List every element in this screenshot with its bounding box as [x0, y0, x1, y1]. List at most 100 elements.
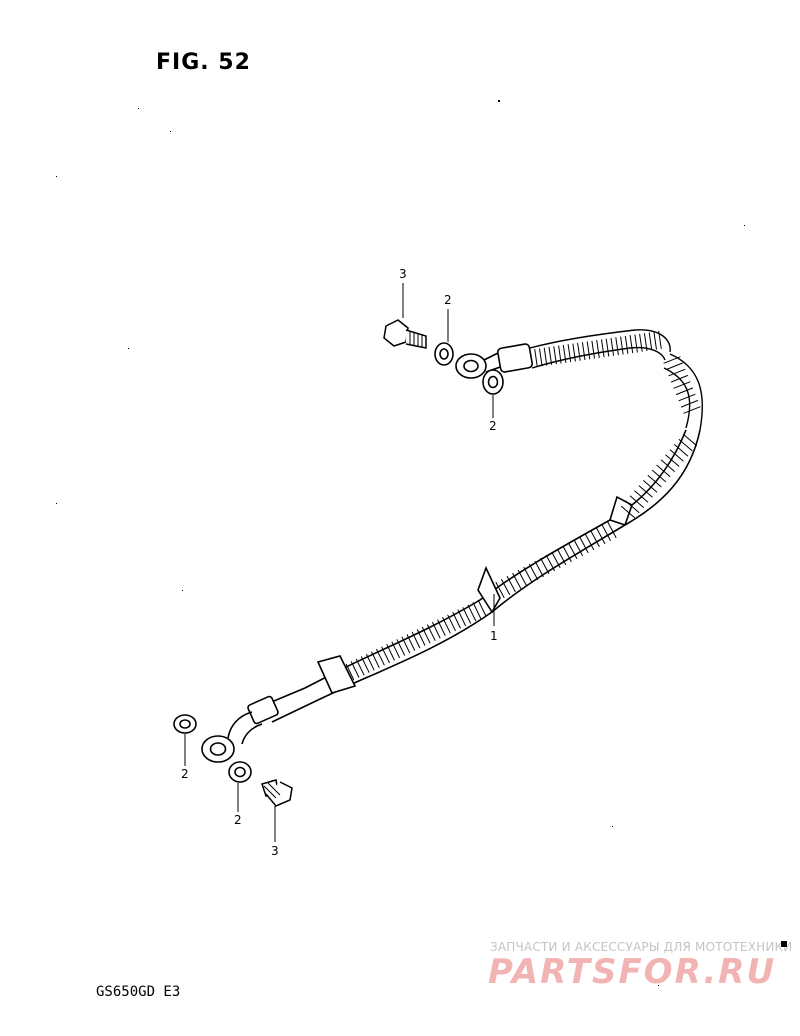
hose-coil — [629, 335, 634, 354]
gasket-upper-right — [482, 369, 504, 395]
hose-coil — [447, 614, 456, 632]
hose-coil — [517, 569, 528, 587]
hose-coil — [675, 387, 694, 396]
hose-coil — [437, 619, 446, 637]
gasket-lower-right — [228, 761, 252, 783]
scan-specks — [56, 100, 745, 986]
hose-coil — [350, 661, 360, 678]
hose-coil — [668, 368, 686, 377]
gasket-upper-left — [434, 342, 454, 366]
hose-coil — [457, 609, 467, 627]
hose-coil — [615, 337, 619, 356]
brake-hose — [201, 329, 703, 763]
hose-coil — [663, 356, 681, 364]
hose-coil — [551, 551, 561, 569]
figure-title: FIG. 52 — [156, 50, 251, 75]
hose-coil — [477, 599, 487, 617]
hose-coil — [572, 343, 576, 362]
hose-coil — [639, 333, 643, 352]
hose-coil — [634, 334, 638, 353]
callout-2-left: 2 — [181, 767, 189, 781]
hose-coil — [406, 634, 416, 651]
callout-2-top: 2 — [444, 293, 452, 307]
hose-coil — [673, 444, 689, 457]
hose-coil — [605, 338, 610, 357]
hose-coil — [386, 643, 395, 661]
hose-coil — [625, 500, 640, 514]
hose-coil — [665, 362, 684, 371]
hose-coil — [442, 616, 451, 634]
callout-3-bottom: 3 — [271, 844, 279, 858]
hose-coil — [591, 340, 595, 359]
hose-coil — [534, 560, 544, 578]
hose-coil — [506, 575, 516, 593]
hose-coil — [355, 658, 365, 676]
hose-coil — [426, 624, 436, 641]
callout-leaders — [184, 283, 495, 842]
hose-coil — [416, 629, 426, 646]
hose-coil — [665, 454, 680, 467]
hose-coil — [540, 557, 550, 575]
watermark-logo: PARTSFOR.RU — [488, 952, 777, 992]
hose-coil — [391, 641, 401, 659]
hose-coil — [620, 336, 624, 355]
callout-2-bottom: 2 — [234, 813, 242, 827]
hose-coil — [648, 332, 653, 351]
hose-coil — [601, 339, 605, 358]
hose-coil — [596, 340, 600, 358]
hose-coil — [411, 631, 421, 649]
callout-3-top: 3 — [399, 267, 407, 281]
hose-coil — [670, 374, 689, 383]
hose-coil — [669, 449, 684, 462]
hose-coil — [683, 406, 701, 414]
hose-coil — [651, 469, 667, 483]
hose-coil — [500, 578, 511, 596]
hose-coil — [596, 527, 606, 545]
hose-coil — [462, 607, 472, 624]
hose-coil — [678, 393, 696, 402]
hose-coil — [660, 459, 676, 472]
hose-coil — [548, 346, 553, 365]
hose-coil — [396, 639, 406, 656]
hose-coil — [601, 524, 612, 542]
hose-coil — [584, 533, 595, 551]
hose-coil — [624, 335, 629, 354]
hose-coil — [629, 495, 645, 508]
hose-coil — [586, 341, 591, 360]
hose-coil — [467, 604, 477, 622]
hose-coil — [567, 344, 572, 363]
hose-coil — [545, 554, 556, 572]
hose-coil — [673, 381, 691, 389]
hose-coil — [523, 566, 533, 584]
hose-coil — [401, 636, 411, 654]
hose-coil — [638, 485, 653, 498]
callout-2-right: 2 — [489, 419, 497, 433]
hose-coil — [452, 611, 461, 629]
hose-coil — [534, 349, 538, 367]
hose-coil — [562, 344, 567, 363]
hose-coil — [472, 602, 482, 619]
hose-coil — [607, 521, 617, 539]
union-bolt-bottom — [261, 779, 293, 807]
hose-coil — [539, 348, 543, 367]
gasket-lower-left — [173, 714, 197, 734]
hose-coil — [568, 542, 578, 560]
hose-coil — [610, 337, 615, 356]
hose-coil — [577, 342, 581, 361]
hose-coil — [562, 545, 572, 563]
hose-coil — [365, 653, 375, 671]
hose-coil — [573, 539, 584, 557]
hose-coil — [381, 646, 390, 664]
hose-coil — [558, 345, 562, 364]
hose-coil — [528, 563, 539, 581]
hose-coil — [376, 648, 385, 666]
hose-coil — [653, 331, 657, 350]
hose-coil — [431, 621, 441, 639]
hose-coil — [656, 464, 671, 478]
hose-coil — [371, 651, 380, 669]
hose-coil-texture — [345, 331, 701, 681]
callout-1: 1 — [490, 629, 498, 643]
hose-coil — [495, 581, 505, 599]
hose-coil — [634, 490, 649, 503]
